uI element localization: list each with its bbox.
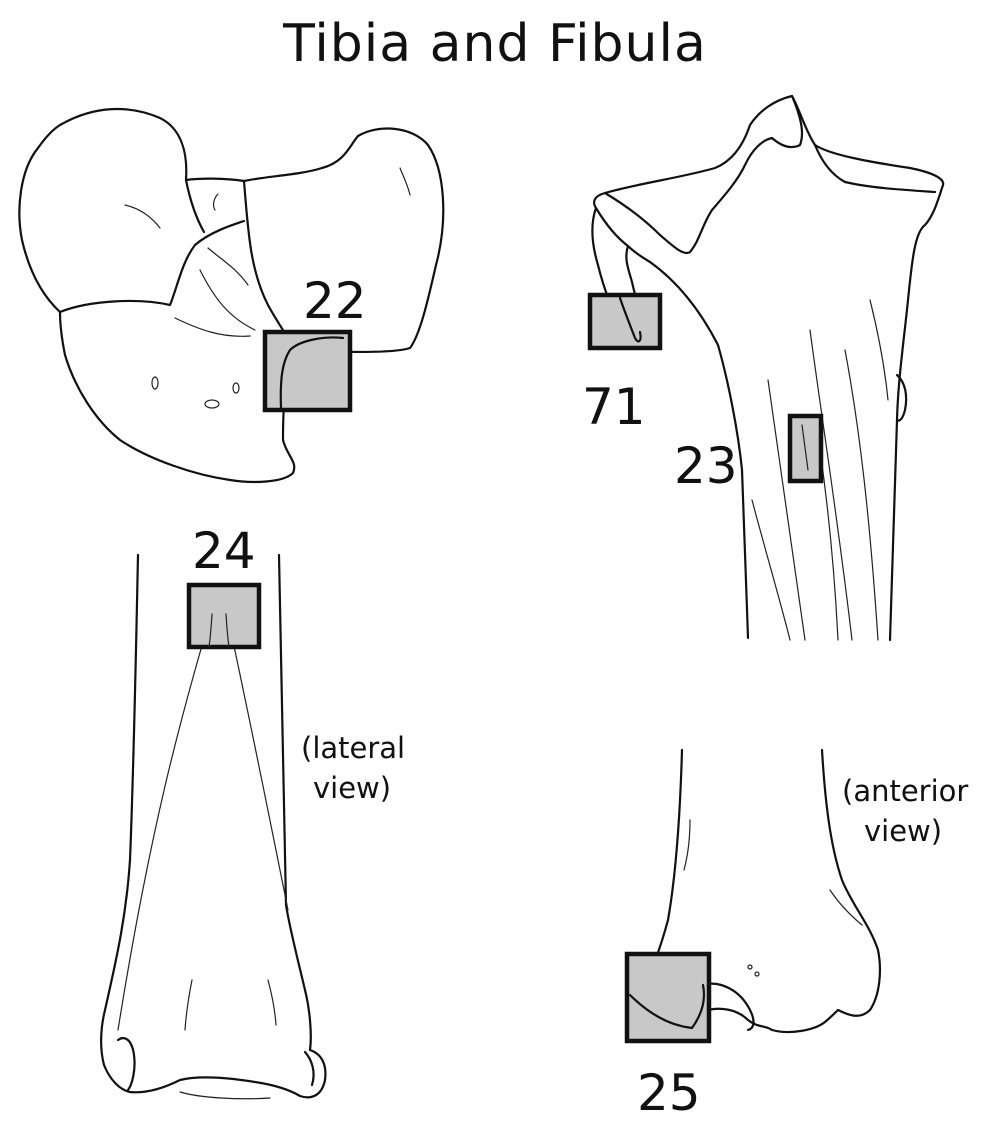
tibial-plateau-upper-line (603, 94, 804, 255)
anterior-view-caption-line1: (anterior (842, 774, 968, 808)
diagram-title: Tibia and Fibula (283, 14, 707, 74)
box-24-overlay-line-right (225, 613, 230, 648)
anterior-view-caption-line2: view) (864, 814, 942, 848)
lateral-view-caption-line1: (lateral (301, 731, 405, 765)
label-23: 23 (674, 437, 738, 495)
shaft-texture-3 (844, 349, 879, 641)
lateral-texture-2 (267, 979, 277, 1026)
plateau-lateral-condyle-line (242, 179, 297, 352)
tibial-spine-line (813, 143, 937, 194)
anterior-malleolus-notch (700, 982, 755, 1032)
proximal-tibia-fibula-anterior (591, 94, 945, 642)
lateral-distal-right-line (303, 1050, 315, 1087)
shaft-texture-1 (767, 379, 806, 641)
box-71-overlay-line (618, 296, 642, 343)
anterior-texture-2 (829, 889, 863, 926)
highlight-box-25 (624, 951, 712, 1044)
box-22-overlay-line (279, 336, 345, 410)
lateral-texture-1 (184, 979, 193, 1031)
lateral-shaft-left-edge (100, 553, 140, 1067)
label-25: 25 (637, 1064, 701, 1122)
label-22: 22 (303, 272, 367, 330)
highlight-box-71 (587, 292, 663, 351)
label-71: 71 (582, 378, 646, 436)
plateau-texture-5 (174, 317, 251, 337)
box-24-overlay-line-left (208, 613, 213, 648)
highlight-box-24 (186, 582, 262, 650)
lateral-shaft-right-edge (277, 553, 312, 1052)
anterior-texture-1 (683, 819, 691, 871)
nutrient-foramen-2 (204, 399, 220, 409)
plateau-texture-4 (199, 269, 256, 331)
lateral-view-caption-line2: view) (313, 771, 391, 805)
proximal-tibia-anterior-outline (593, 94, 945, 642)
lateral-ridge-left (117, 617, 211, 1031)
lateral-texture-3 (179, 1091, 271, 1100)
distal-tibia-lateral (100, 553, 327, 1100)
shaft-texture-6 (819, 449, 839, 641)
lateral-ridge-right (227, 617, 289, 911)
lateral-distal-end-outline (102, 1048, 327, 1099)
nutrient-foramen-3 (232, 382, 240, 394)
nutrient-foramen-1 (151, 376, 159, 390)
anterior-shaft-right-edge (820, 748, 881, 1017)
plateau-texture-1 (124, 204, 161, 229)
anterior-foramen-2 (754, 971, 760, 977)
tibial-tuberosity-line (895, 373, 908, 422)
label-24: 24 (192, 522, 256, 580)
box-23-overlay-line (801, 424, 809, 471)
box-25-overlay-line (628, 983, 706, 1030)
plateau-texture-6 (207, 247, 249, 286)
plateau-notch-line (184, 178, 206, 234)
shaft-texture-4 (751, 499, 791, 641)
proximal-tibia-top-view (18, 107, 445, 484)
plateau-medial-condyle-line (58, 219, 246, 314)
highlight-box-22 (262, 329, 353, 413)
plateau-texture-3 (399, 167, 411, 196)
shaft-texture-2 (809, 329, 853, 641)
shaft-texture-5 (869, 299, 889, 401)
tibia-plateau-outline (18, 107, 445, 484)
anterior-foramen-1 (747, 964, 753, 970)
plateau-texture-2 (212, 193, 219, 211)
lateral-malleolus-line (116, 1037, 136, 1092)
